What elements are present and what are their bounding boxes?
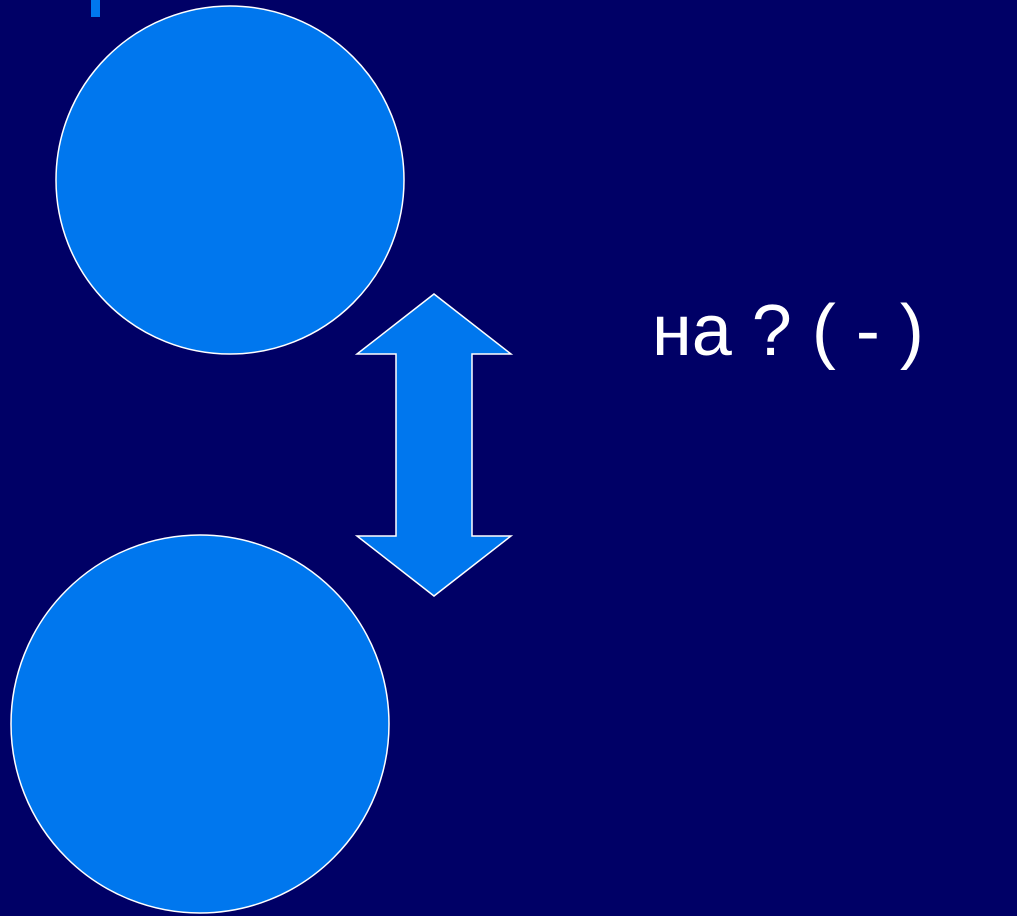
accent-bar [91, 0, 100, 17]
double-arrow-icon [354, 293, 514, 597]
top-circle [55, 5, 405, 355]
bottom-circle [10, 534, 390, 914]
slide-caption: на ? ( - ) [652, 291, 924, 371]
